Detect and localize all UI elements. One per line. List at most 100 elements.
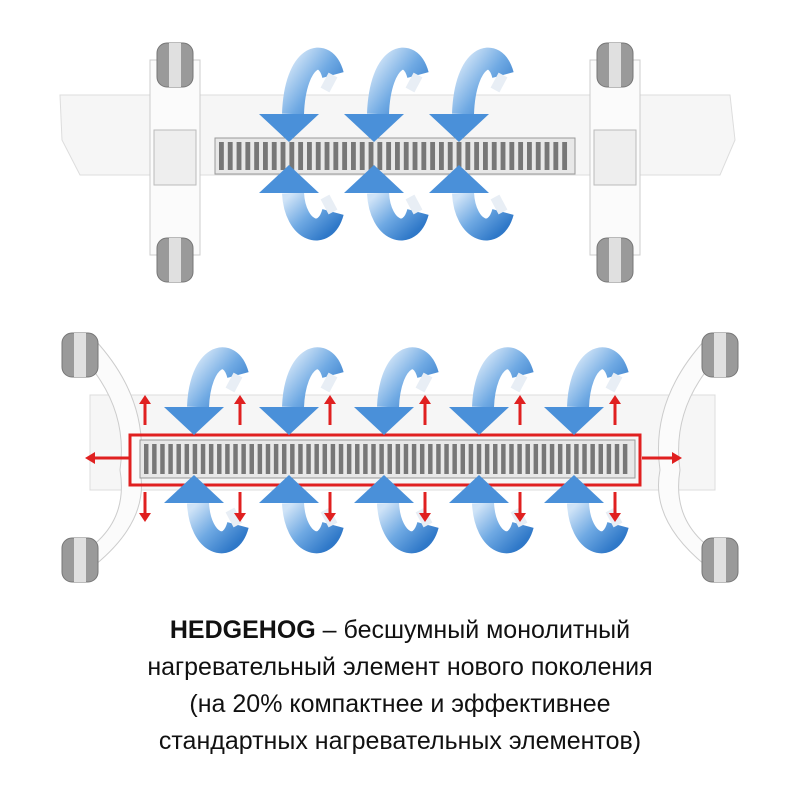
heat-arrow-head [324, 513, 336, 522]
grille-slot [315, 142, 321, 170]
airflow-arrow-curl [490, 72, 508, 93]
caption-line-3: (на 20% компактнее и эффективнее [189, 690, 611, 718]
grille-slot [281, 444, 287, 474]
grille-slot [363, 444, 368, 474]
airflow-arrow-head [429, 165, 489, 193]
airflow-arrow-head [449, 407, 509, 435]
airflow-arrow-icon [429, 165, 514, 241]
grille-slot [265, 444, 271, 474]
brand-name: HEDGEHOG [169, 616, 316, 644]
airflow-arrow-head [354, 475, 414, 503]
grille-slot [377, 142, 383, 170]
grille-slot [544, 142, 550, 170]
wheel-hub [714, 333, 726, 377]
airflow-arrow-curl [320, 372, 338, 393]
grille-slot [298, 142, 304, 170]
airflow-arrow-head [354, 407, 414, 435]
grille-slot [387, 444, 392, 474]
grille-slot [509, 444, 514, 474]
airflow-arrow-tail [282, 47, 344, 115]
grille-slot [444, 444, 449, 474]
airflow-arrow-tail [472, 501, 534, 554]
grille-slot [474, 142, 480, 170]
grille-slot [533, 444, 539, 474]
grille-slot [525, 444, 530, 474]
airflow-arrow-curl [605, 372, 623, 393]
caption: HEDGEHOG – бесшумный монолитный нагреват… [0, 612, 800, 760]
airflow-arrow-icon [449, 347, 534, 435]
airflow-arrow-tail [282, 501, 344, 554]
heat-arrow-head [419, 513, 431, 522]
grille-slot [346, 444, 352, 474]
grille-slot [314, 444, 319, 474]
airflow-arrow-icon [354, 347, 439, 435]
grille-slot [219, 142, 224, 170]
grille-slot [493, 444, 498, 474]
grille-slot [307, 142, 312, 170]
grille-slot [290, 444, 295, 474]
grille-slot [184, 444, 190, 474]
wheel-hub [609, 43, 621, 87]
grille-slot [379, 444, 384, 474]
grille-slot [465, 142, 471, 170]
airflow-arrow-icon [259, 347, 344, 435]
grille-slot [351, 142, 356, 170]
grille-slot [200, 444, 206, 474]
grille-slot [403, 444, 409, 474]
grille-slot [225, 444, 230, 474]
grille-slot [403, 142, 409, 170]
airflow-arrow-curl [405, 72, 423, 93]
airflow-arrow-icon [164, 347, 249, 435]
grille-slot [144, 444, 149, 474]
grille-slot [456, 142, 462, 170]
wheel-hub [169, 238, 181, 282]
bottom-heater-view [61, 332, 739, 583]
heat-arrow-head [609, 395, 621, 404]
airflow-arrow-tail [367, 47, 429, 115]
heat-arrow-head [85, 452, 95, 464]
airflow-arrow-tail [187, 501, 249, 554]
grille-slot [468, 444, 474, 474]
heat-arrow-head [419, 395, 431, 404]
airflow-arrow-head [429, 114, 489, 142]
grille-slot [574, 444, 579, 474]
grille-slot [298, 444, 303, 474]
airflow-arrow-head [259, 165, 319, 193]
airflow-arrow-head [164, 475, 224, 503]
heat-arrow-head [514, 395, 526, 404]
grille-slot [553, 142, 559, 170]
airflow-arrow-tail [567, 501, 629, 554]
grille-slot [419, 444, 425, 474]
grille-slot [227, 142, 233, 170]
grille-slot [527, 142, 532, 170]
grille-slot [371, 444, 376, 474]
grille-slot [622, 444, 628, 474]
grille-slot [395, 444, 401, 474]
wheel-hub [714, 538, 726, 582]
grille-slot [245, 142, 251, 170]
wheel-hub [609, 238, 621, 282]
grille-slot [395, 142, 400, 170]
airflow-arrow-tail [367, 191, 429, 241]
grille-slot [330, 444, 336, 474]
grille-slot [476, 444, 482, 474]
grille-slot [411, 444, 417, 474]
grille-slot [280, 142, 286, 170]
grille-slot [484, 444, 490, 474]
heat-arrow-head [609, 513, 621, 522]
grille-slot [168, 444, 173, 474]
heat-arrow-head [234, 513, 246, 522]
grille-slot [517, 444, 522, 474]
grille-slot [322, 444, 328, 474]
grille-slot [430, 142, 436, 170]
caption-line-4: стандартных нагревательных элементов) [158, 727, 642, 755]
airflow-arrow-head [259, 475, 319, 503]
grille-slot [152, 444, 157, 474]
airflow-arrow-icon [259, 47, 344, 142]
heat-arrow-head [139, 513, 151, 522]
airflow-arrow-head [164, 407, 224, 435]
grille-slot [614, 444, 620, 474]
wheel-hub [74, 333, 86, 377]
grille-slot [483, 142, 488, 170]
